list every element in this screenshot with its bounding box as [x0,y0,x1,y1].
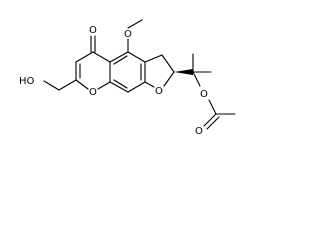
bond-ome-ch3 [127,19,143,29]
bond-c4-c3 [75,51,94,63]
bond-cacyl-o-2 [206,116,220,130]
atom-ester-o: O [200,89,208,100]
bond-c8a-c8-inner [113,79,128,89]
bond-c8-c7a [127,81,146,93]
bond-c5-c4a [109,51,129,63]
bond-c2-ch2 [58,79,77,91]
bond-ch2-c2f [161,54,175,73]
atom-labels: O O HO O O O O [19,25,208,137]
bond-c2f-of [163,71,175,87]
bond-c4b-ch2 [144,54,163,63]
bond-c5-c4a-inner [113,55,128,65]
bond-lines [43,19,236,130]
bond-cacyl-o-1 [203,113,217,127]
bond-ch2-oh [43,80,60,91]
bond-c4-c4a [92,51,111,63]
bond-o1-c8a [97,81,111,90]
chemical-structure: O O HO O O O O [19,19,236,137]
bond-c2-o1 [75,79,89,90]
bond-c8a-c8 [109,81,129,93]
atom-acetyl-o: O [195,126,203,137]
atom-carbonyl-o: O [89,25,97,36]
atom-methoxy-o: O [124,29,132,40]
wedge-bond [174,69,193,75]
bond-oester-cacyl [208,99,217,115]
atom-furan-o: O [155,86,163,97]
atom-pyran-o: O [89,87,97,98]
bond-cq-oester [192,71,201,87]
atom-hydroxymethyl: HO [19,76,35,87]
bond-of-c7a [144,81,155,88]
bond-c4b-c5 [127,51,146,63]
